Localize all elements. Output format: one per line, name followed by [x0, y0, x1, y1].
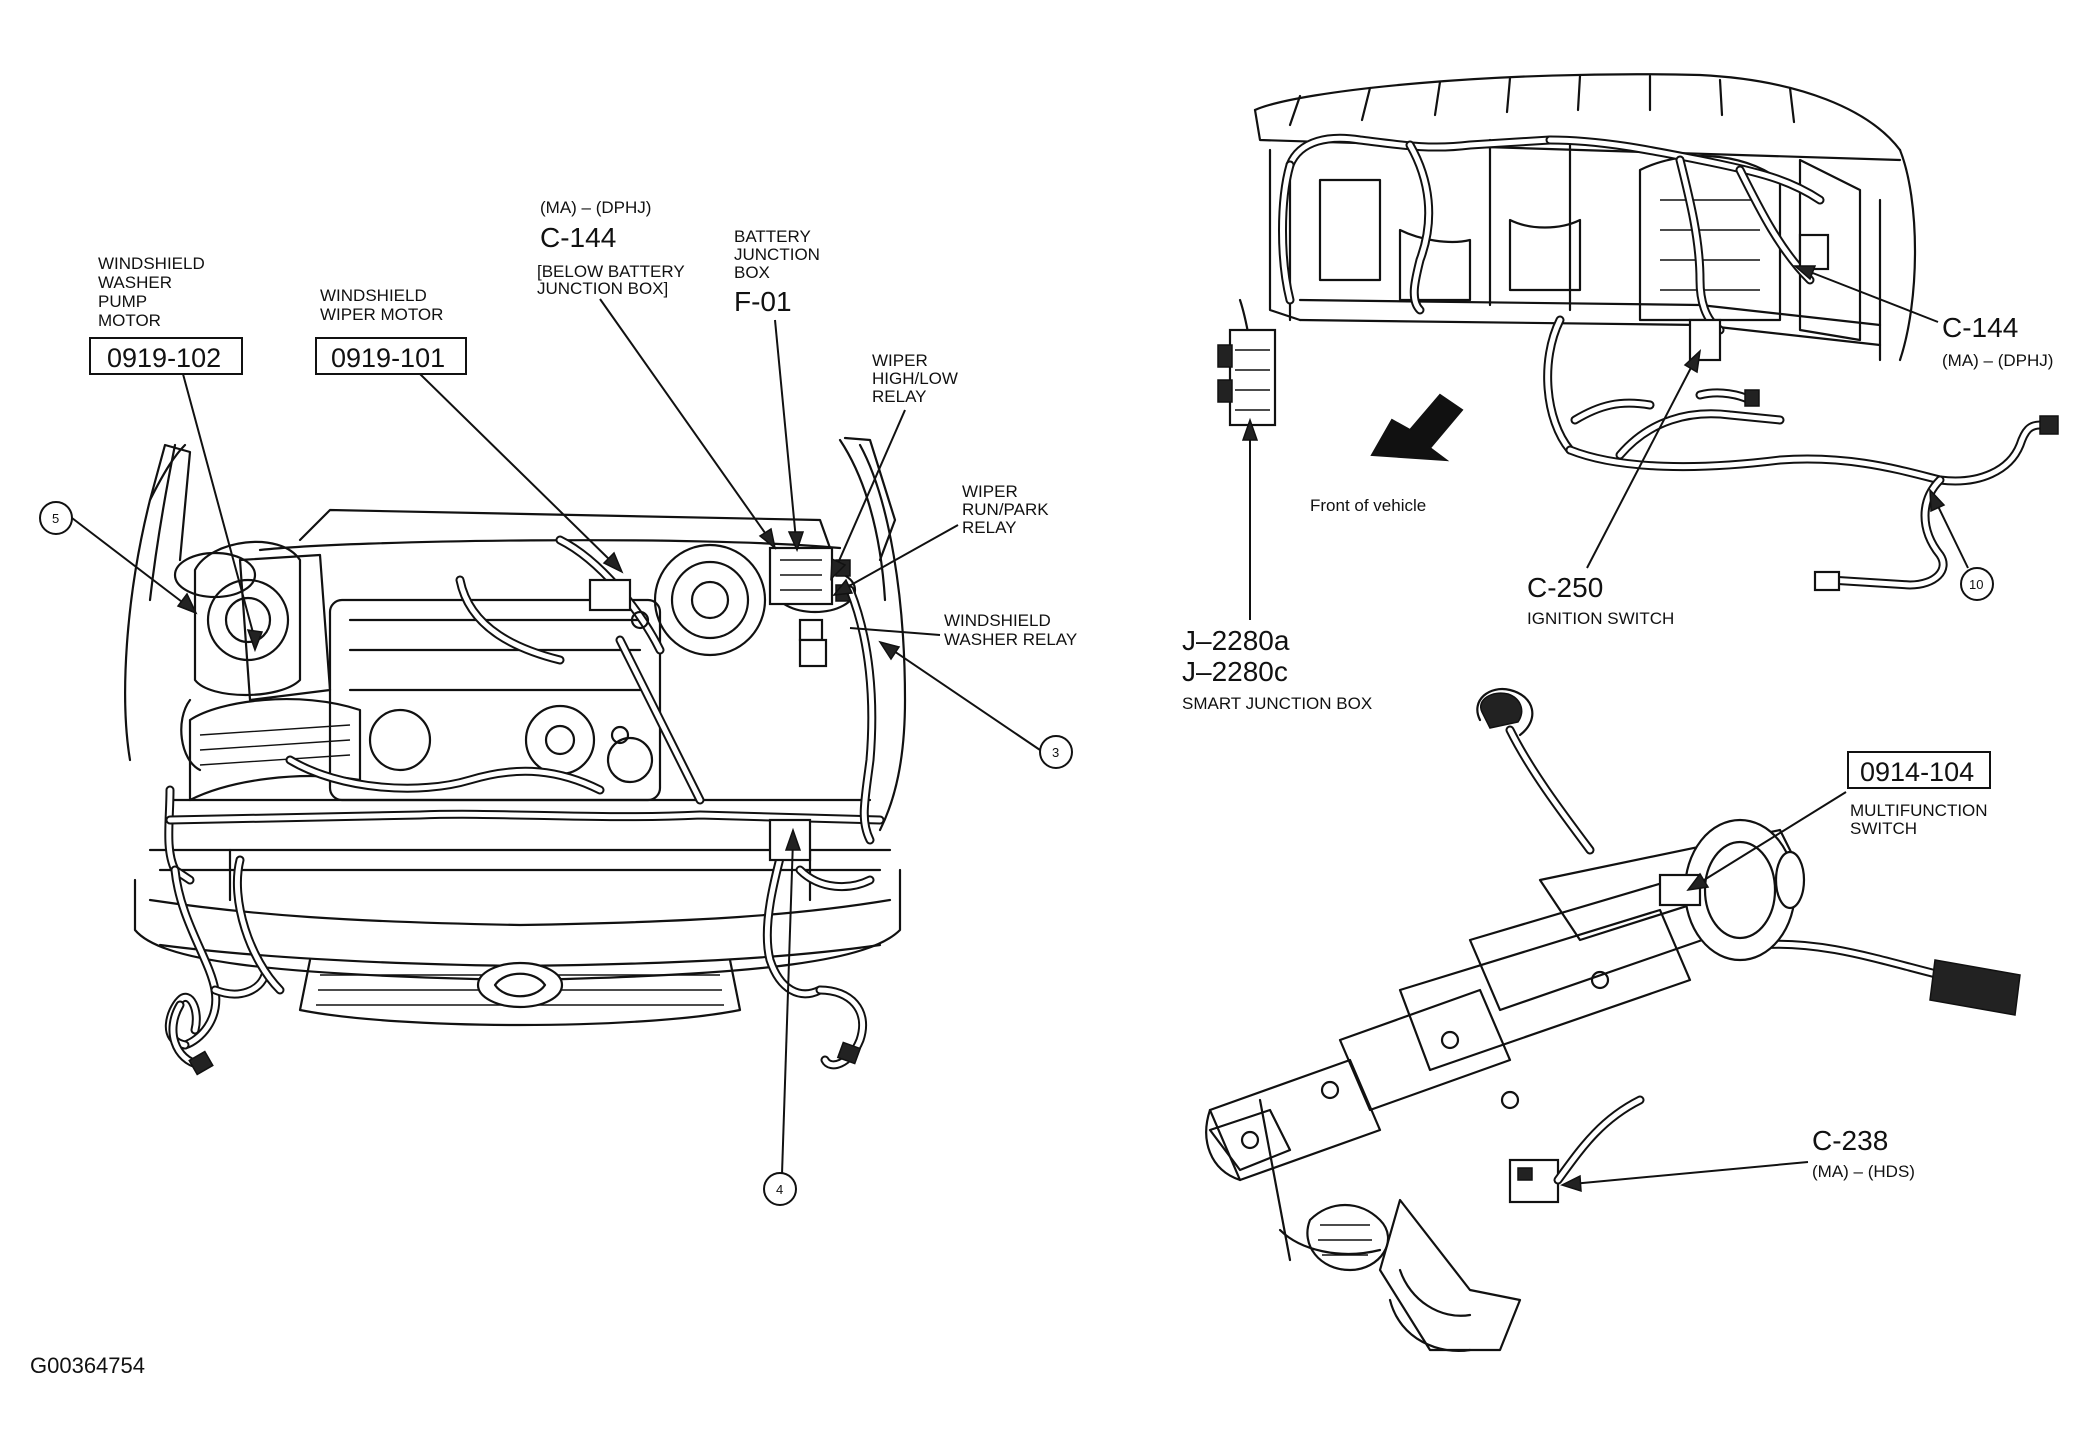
svg-text:5: 5 — [52, 511, 59, 526]
svg-text:F-01: F-01 — [734, 286, 792, 317]
dash-illustration — [1217, 73, 2059, 592]
callout-4: 4 — [763, 1172, 797, 1206]
svg-text:(MA) – (HDS): (MA) – (HDS) — [1812, 1162, 1915, 1181]
svg-text:JUNCTION: JUNCTION — [734, 245, 820, 264]
svg-text:3: 3 — [1052, 745, 1059, 760]
washer-pump-label: WINDSHIELD WASHER PUMP MOTOR 0919-102 — [89, 254, 243, 375]
svg-text:C-238: C-238 — [1812, 1125, 1888, 1156]
engine-bay-illustration — [124, 436, 907, 1076]
svg-text:RUN/PARK: RUN/PARK — [962, 500, 1049, 519]
svg-text:HIGH/LOW: HIGH/LOW — [872, 369, 958, 388]
svg-text:WIPER: WIPER — [962, 482, 1018, 501]
svg-text:WINDSHIELD: WINDSHIELD — [320, 286, 427, 305]
svg-text:J–2280a: J–2280a — [1182, 625, 1290, 656]
svg-text:SWITCH: SWITCH — [1850, 819, 1917, 838]
svg-text:IGNITION SWITCH: IGNITION SWITCH — [1527, 609, 1674, 628]
svg-text:C-144: C-144 — [1942, 312, 2018, 343]
washer-relay-label: WINDSHIELD WASHER RELAY — [944, 611, 1077, 649]
washer-pump-code-box — [89, 337, 243, 375]
svg-text:RELAY: RELAY — [962, 518, 1017, 537]
svg-text:MULTIFUNCTION: MULTIFUNCTION — [1850, 801, 1988, 820]
column-leaders — [1560, 791, 1847, 1193]
wiper-motor-label: WINDSHIELD WIPER MOTOR 0919-101 — [315, 286, 467, 375]
figure-id: G00364754 — [30, 1353, 145, 1378]
svg-text:(MA) – (DPHJ): (MA) – (DPHJ) — [1942, 351, 2053, 370]
svg-text:PUMP: PUMP — [98, 292, 147, 311]
c144-top-label: (MA) – (DPHJ) C-144 [BELOW BATTERY JUNCT… — [537, 198, 685, 298]
svg-text:0919-101: 0919-101 — [331, 343, 445, 373]
multifunction-switch-label: 0914-104 MULTIFUNCTION SWITCH — [1847, 751, 1991, 838]
steering-column-illustration — [1205, 687, 2021, 1352]
dash-leaders — [1241, 265, 1969, 620]
c250-label: C-250 IGNITION SWITCH — [1527, 572, 1674, 628]
svg-text:WASHER RELAY: WASHER RELAY — [944, 630, 1077, 649]
svg-text:0914-104: 0914-104 — [1860, 757, 1974, 787]
svg-text:J–2280c: J–2280c — [1182, 656, 1288, 687]
callout-5: 5 — [39, 501, 73, 535]
wiper-motor-code-box — [315, 337, 467, 375]
wiper-run-park-relay-label: WIPER RUN/PARK RELAY — [962, 482, 1049, 537]
svg-text:BOX: BOX — [734, 263, 770, 282]
svg-text:C-250: C-250 — [1527, 572, 1603, 603]
svg-text:WINDSHIELD: WINDSHIELD — [98, 254, 205, 273]
svg-text:(MA) – (DPHJ): (MA) – (DPHJ) — [540, 198, 651, 217]
svg-text:WIPER MOTOR: WIPER MOTOR — [320, 305, 443, 324]
engine-bay-leaders — [71, 298, 1041, 1175]
svg-text:BATTERY: BATTERY — [734, 227, 811, 246]
svg-text:SMART JUNCTION BOX: SMART JUNCTION BOX — [1182, 694, 1372, 713]
svg-text:[BELOW BATTERY: [BELOW BATTERY — [537, 262, 685, 281]
svg-text:MOTOR: MOTOR — [98, 311, 161, 330]
svg-text:WASHER: WASHER — [98, 273, 172, 292]
svg-text:10: 10 — [1969, 577, 1983, 592]
front-of-vehicle-arrow: Front of vehicle — [1310, 393, 1464, 515]
svg-text:RELAY: RELAY — [872, 387, 927, 406]
callout-3: 3 — [1039, 735, 1073, 769]
c238-label: C-238 (MA) – (HDS) — [1812, 1125, 1915, 1181]
wiper-high-low-relay-label: WIPER HIGH/LOW RELAY — [872, 351, 958, 406]
battery-junction-box-label: BATTERY JUNCTION BOX F-01 — [734, 227, 820, 317]
svg-text:0919-102: 0919-102 — [107, 343, 221, 373]
svg-text:WIPER: WIPER — [872, 351, 928, 370]
callout-10: 10 — [1960, 567, 1994, 601]
svg-text:JUNCTION BOX]: JUNCTION BOX] — [537, 279, 668, 298]
c144-right-label: C-144 (MA) – (DPHJ) — [1942, 312, 2053, 370]
smart-junction-box-label: J–2280a J–2280c SMART JUNCTION BOX — [1182, 625, 1372, 713]
mfs-code-box — [1847, 751, 1991, 789]
svg-text:4: 4 — [776, 1182, 783, 1197]
svg-text:Front of vehicle: Front of vehicle — [1310, 496, 1426, 515]
svg-text:WINDSHIELD: WINDSHIELD — [944, 611, 1051, 630]
svg-text:C-144: C-144 — [540, 222, 616, 253]
